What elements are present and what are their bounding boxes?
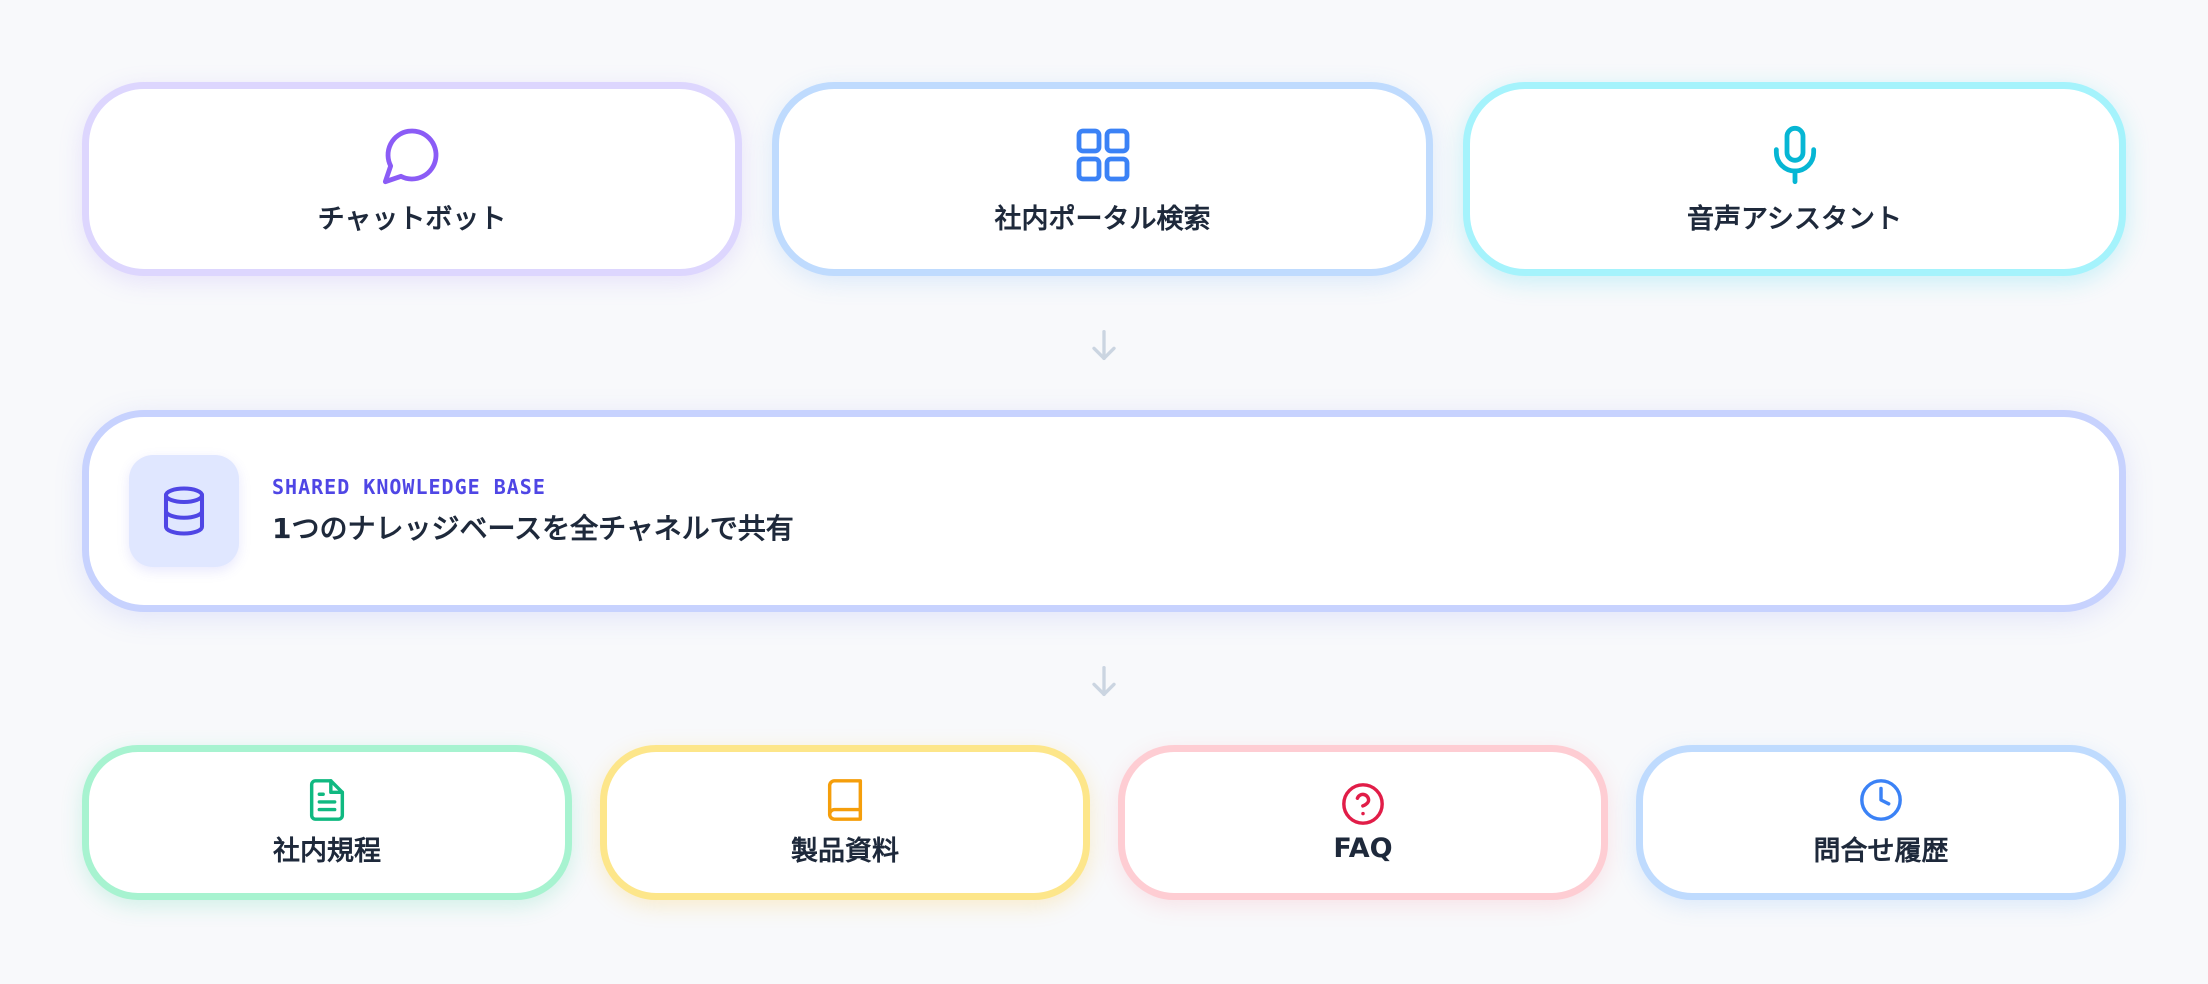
- book-icon: [827, 779, 863, 821]
- knowledge-base-title: 1つのナレッジベースを全チャネルで共有: [272, 512, 794, 545]
- grid-icon: [1076, 128, 1129, 181]
- help-circle-icon: [1342, 783, 1384, 825]
- source-label: 製品資料: [791, 836, 899, 867]
- knowledge-base-card: SHARED KNOWLEDGE BASE 1つのナレッジベースを全チャネルで共…: [82, 410, 2126, 612]
- knowledge-base-icon-box: [129, 455, 239, 567]
- knowledge-base-eyebrow: SHARED KNOWLEDGE BASE: [272, 475, 546, 499]
- arrow-down-icon: [1092, 330, 1116, 360]
- channel-card-chatbot: チャットボット: [82, 82, 742, 276]
- channel-card-voice-assistant: 音声アシスタント: [1463, 82, 2126, 276]
- source-card-inquiry-history: 問合せ履歴: [1636, 745, 2126, 900]
- message-circle-icon: [382, 128, 439, 184]
- arrow-down-icon: [1092, 666, 1116, 696]
- microphone-icon: [1773, 125, 1816, 184]
- document-icon: [309, 779, 345, 821]
- channel-label: 音声アシスタント: [1687, 203, 1902, 235]
- channel-label: チャットボット: [317, 203, 507, 235]
- source-card-product-docs: 製品資料: [600, 745, 1090, 900]
- database-icon: [163, 486, 205, 536]
- source-card-internal-rules: 社内規程: [82, 745, 572, 900]
- source-card-faq: FAQ: [1118, 745, 1608, 900]
- source-label: 問合せ履歴: [1813, 836, 1949, 867]
- clock-icon: [1860, 779, 1902, 821]
- knowledge-base-text: SHARED KNOWLEDGE BASE 1つのナレッジベースを全チャネルで共…: [272, 475, 794, 547]
- source-label: 社内規程: [273, 836, 381, 867]
- source-label: FAQ: [1333, 833, 1393, 864]
- channel-card-portal-search: 社内ポータル検索: [772, 82, 1433, 276]
- channel-label: 社内ポータル検索: [994, 203, 1211, 235]
